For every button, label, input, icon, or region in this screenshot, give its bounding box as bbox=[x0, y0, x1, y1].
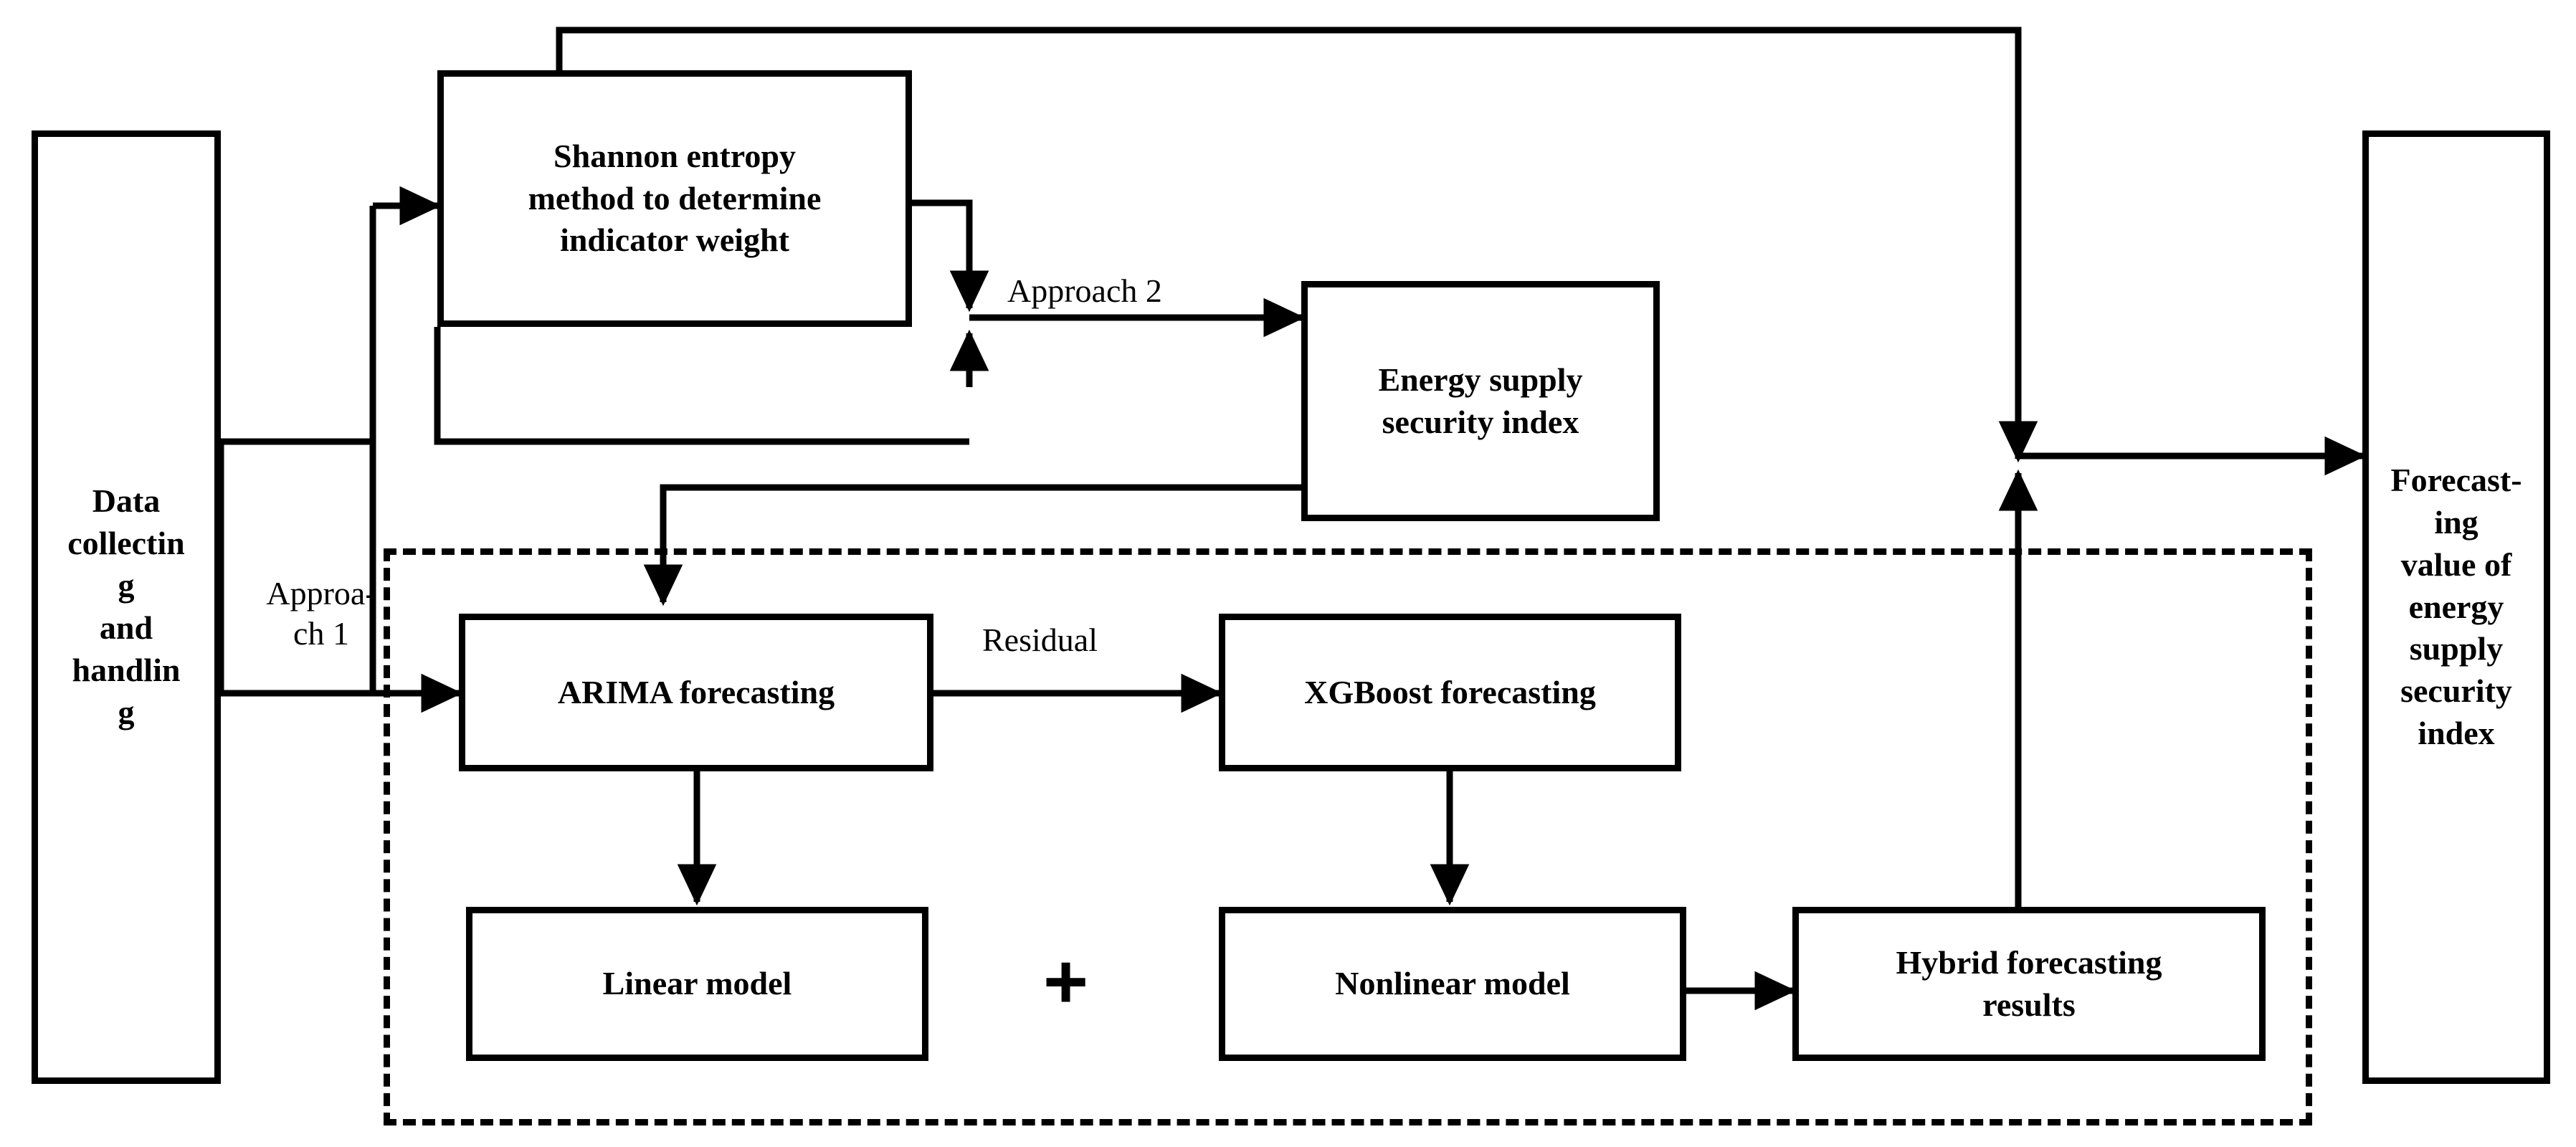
node-nonlinear-model[interactable]: Nonlinear model bbox=[1219, 907, 1686, 1061]
node-data-collection[interactable]: Data collectin g and handlin g bbox=[32, 130, 221, 1084]
plus-operator-icon: + bbox=[1043, 938, 1089, 1024]
node-xgboost-forecasting-label: XGBoost forecasting bbox=[1304, 673, 1596, 710]
edge-energy-index-to-arima bbox=[643, 484, 1301, 606]
edge-label-approach-1: Approa- ch 1 bbox=[266, 575, 376, 652]
edge-shannon-right-down bbox=[912, 199, 973, 290]
node-shannon-entropy-label: Shannon entropy method to determine indi… bbox=[528, 137, 822, 259]
node-xgboost-forecasting[interactable]: XGBoost forecasting bbox=[1219, 614, 1681, 771]
node-arima-forecasting-label: ARIMA forecasting bbox=[557, 673, 835, 710]
node-forecast-value[interactable]: Forecast- ing value of energy supply sec… bbox=[2362, 130, 2550, 1084]
node-nonlinear-model-label: Nonlinear model bbox=[1335, 965, 1570, 1002]
node-forecast-value-label: Forecast- ing value of energy supply sec… bbox=[2390, 461, 2522, 752]
edge-label-approach-2: Approach 2 bbox=[1007, 272, 1162, 309]
edge-shannon-top-to-right-rail bbox=[556, 27, 2022, 401]
hybrid-model-group-box bbox=[384, 548, 2312, 1125]
edge-data-to-shannon bbox=[221, 206, 376, 445]
edge-data-to-arima bbox=[217, 442, 463, 713]
node-arima-forecasting[interactable]: ARIMA forecasting bbox=[459, 614, 933, 771]
node-data-collection-label: Data collectin g and handlin g bbox=[67, 482, 185, 730]
edge-label-residual: Residual bbox=[982, 622, 1098, 658]
node-linear-model-label: Linear model bbox=[602, 965, 792, 1002]
node-hybrid-forecasting-results[interactable]: Hybrid forecasting results bbox=[1792, 907, 2266, 1061]
edge-shannon-bottom-rail bbox=[434, 327, 969, 445]
node-linear-model[interactable]: Linear model bbox=[466, 907, 928, 1061]
node-energy-supply-index-label: Energy supply security index bbox=[1378, 361, 1583, 440]
node-hybrid-forecasting-results-label: Hybrid forecasting results bbox=[1896, 943, 2162, 1023]
node-energy-supply-index[interactable]: Energy supply security index bbox=[1301, 281, 1660, 521]
node-shannon-entropy[interactable]: Shannon entropy method to determine indi… bbox=[437, 70, 912, 327]
